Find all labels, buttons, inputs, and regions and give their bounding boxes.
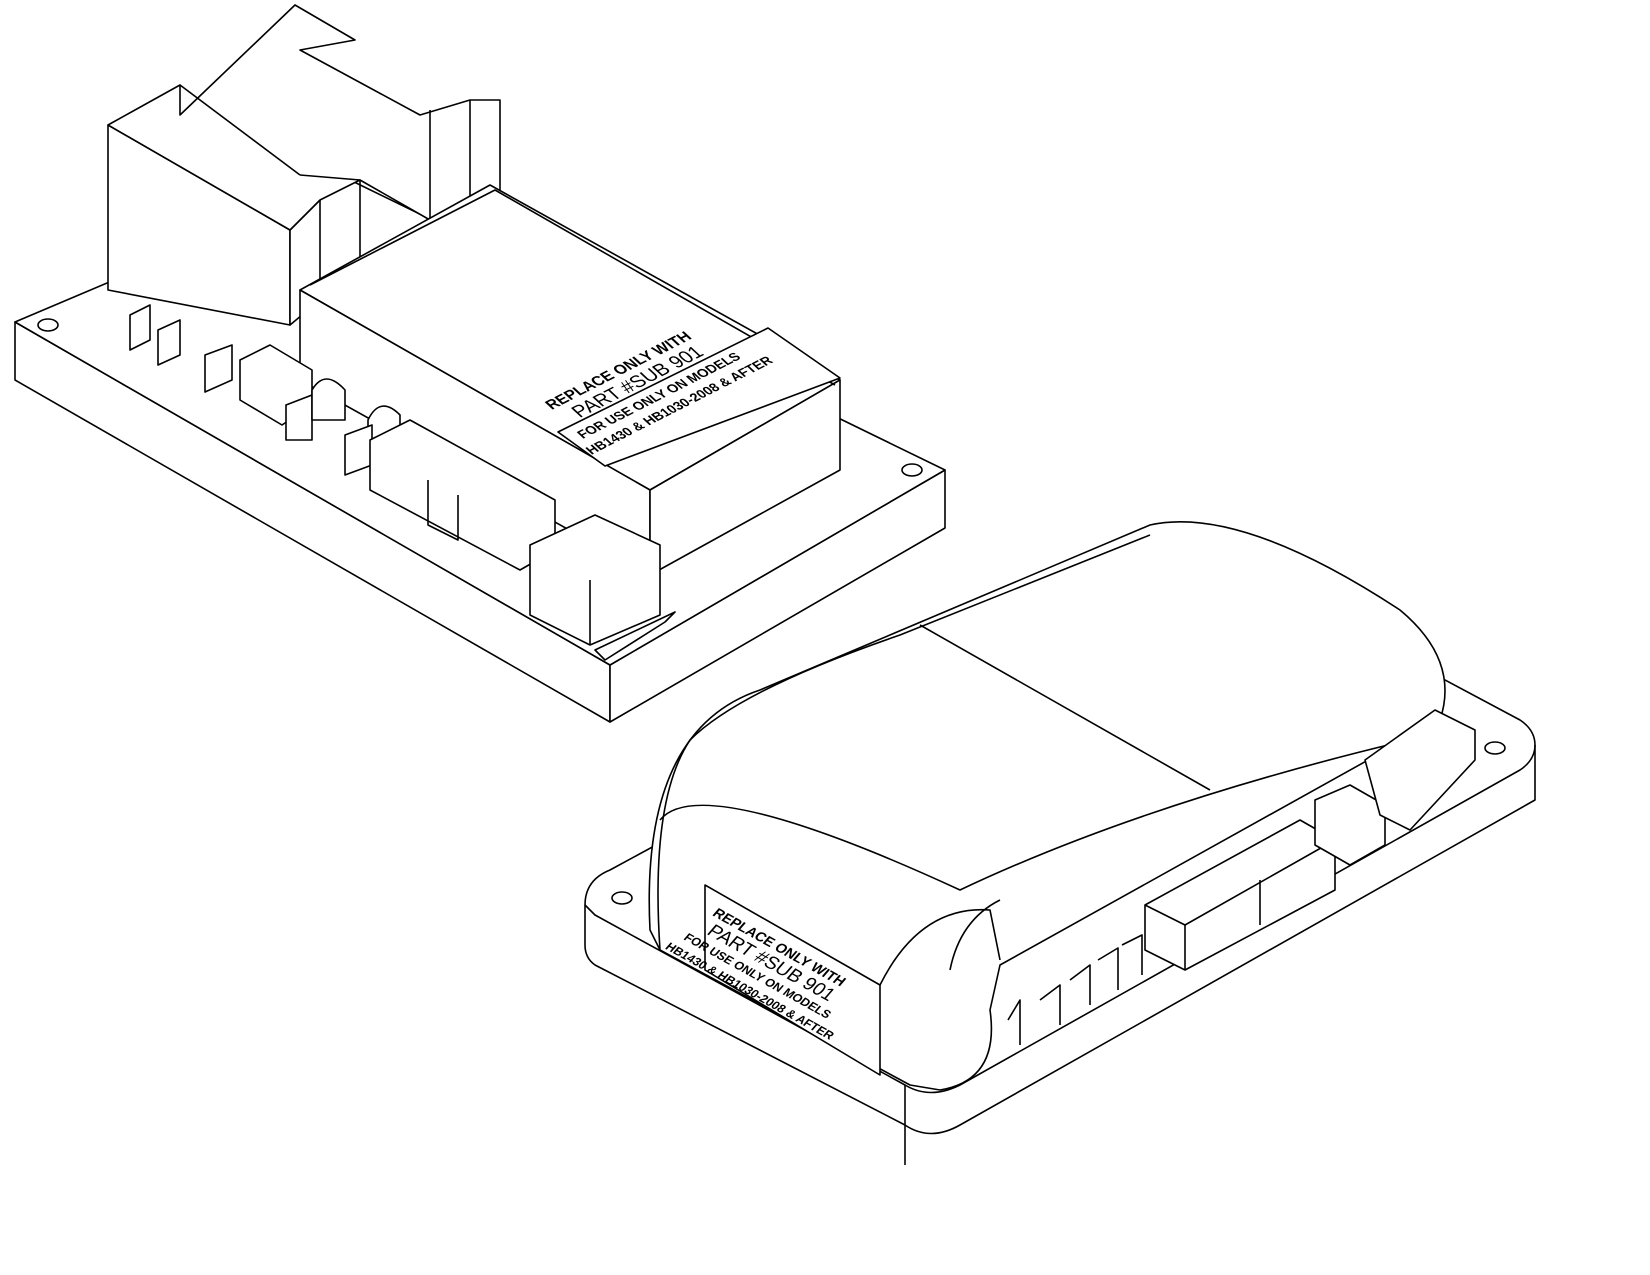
enclosed-controller-unit: REPLACE ONLY WITH PART #SUB 901 FOR USE … (584, 521, 1536, 1165)
open-circuit-board-unit: REPLACE ONLY WITH PART #SUB 901 FOR USE … (14, 4, 946, 723)
connectors (1007, 709, 1476, 1045)
mounting-hole (611, 891, 633, 905)
relay-cover: REPLACE ONLY WITH PART #SUB 901 FOR USE … (299, 184, 841, 576)
components (129, 304, 676, 661)
mounting-hole (37, 318, 59, 332)
mounting-hole (1484, 741, 1506, 755)
housing-cover (648, 521, 1446, 1091)
mounting-hole (901, 463, 923, 477)
